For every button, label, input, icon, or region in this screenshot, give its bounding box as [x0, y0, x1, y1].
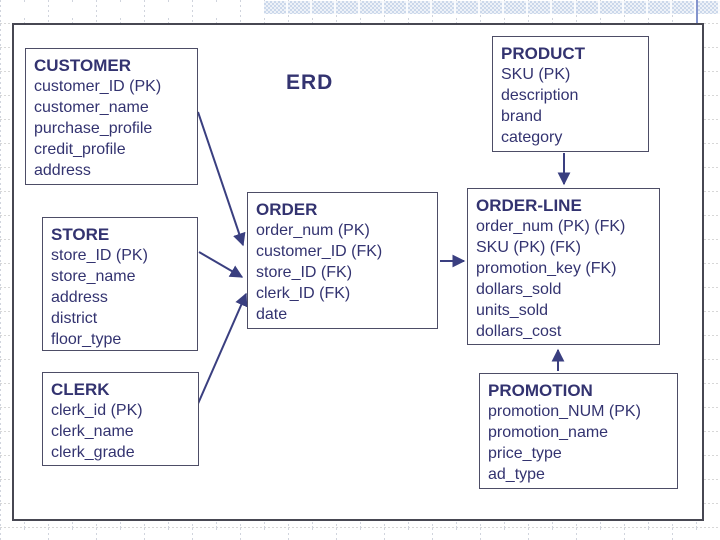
entity-field-list: promotion_NUM (PK) promotion_name price_ty…	[488, 401, 671, 485]
entity-field: ad_type	[488, 466, 545, 483]
entity-field: clerk_id (PK)	[51, 402, 143, 419]
entity-field: order_num (PK)	[256, 222, 370, 239]
entity-field: customer_name	[34, 99, 149, 116]
entity-clerk: CLERK clerk_id (PK) clerk_name clerk_grade	[42, 372, 199, 466]
entity-field: SKU (PK) (FK)	[476, 239, 581, 256]
template-vertical-divider	[696, 0, 698, 24]
entity-field: address	[34, 162, 91, 179]
entity-field: district	[51, 310, 98, 327]
entity-field: promotion_name	[488, 424, 609, 441]
entity-field: floor_type	[51, 331, 122, 348]
entity-field: description	[501, 87, 579, 104]
entity-field: store_ID (PK)	[51, 247, 148, 264]
entity-field: price_type	[488, 445, 562, 462]
entity-field: category	[501, 129, 563, 146]
entity-order-line: ORDER-LINE order_num (PK) (FK) SKU (PK) (…	[467, 188, 660, 345]
entity-field-list: clerk_id (PK) clerk_name clerk_grade	[51, 400, 192, 463]
diagram-title: ERD	[286, 71, 334, 94]
template-header-band	[264, 1, 720, 14]
entity-field: store_ID (FK)	[256, 264, 353, 281]
entity-field: clerk_ID (FK)	[256, 285, 351, 302]
entity-promotion: PROMOTION promotion_NUM (PK) promotion_na…	[479, 373, 678, 489]
entity-title: CLERK	[51, 380, 110, 399]
entity-title: PROMOTION	[488, 381, 593, 400]
entity-title: ORDER	[256, 200, 318, 219]
entity-title: STORE	[51, 225, 110, 244]
entity-field: SKU (PK)	[501, 66, 571, 83]
entity-field: credit_profile	[34, 141, 126, 158]
entity-field: promotion_NUM (PK)	[488, 403, 641, 420]
entity-field: brand	[501, 108, 542, 125]
entity-field-list: SKU (PK) description brand category	[501, 64, 642, 148]
entity-field-list: order_num (PK) (FK) SKU (PK) (FK) promotio…	[476, 216, 653, 342]
entity-field-list: order_num (PK) customer_ID (FK) store_ID (…	[256, 220, 431, 325]
entity-field: purchase_profile	[34, 120, 153, 137]
entity-field: order_num (PK) (FK)	[476, 218, 626, 235]
entity-field: units_sold	[476, 302, 549, 319]
entity-product: PRODUCT SKU (PK) description brand category	[492, 36, 649, 152]
entity-field: clerk_name	[51, 423, 134, 440]
entity-field: dollars_cost	[476, 323, 562, 340]
entity-field: dollars_sold	[476, 281, 562, 298]
entity-field: date	[256, 306, 288, 323]
entity-field: customer_ID (FK)	[256, 243, 383, 260]
entity-field: promotion_key (FK)	[476, 260, 617, 277]
entity-title: PRODUCT	[501, 44, 586, 63]
entity-field: store_name	[51, 268, 136, 285]
entity-field-list: customer_ID (PK) customer_name purchase_pr…	[34, 76, 191, 181]
entity-title: CUSTOMER	[34, 56, 131, 75]
entity-title: ORDER-LINE	[476, 196, 582, 215]
entity-order: ORDER order_num (PK) customer_ID (FK) stor…	[247, 192, 438, 329]
entity-field: address	[51, 289, 108, 306]
entity-field: clerk_grade	[51, 444, 135, 461]
entity-field: customer_ID (PK)	[34, 78, 162, 95]
